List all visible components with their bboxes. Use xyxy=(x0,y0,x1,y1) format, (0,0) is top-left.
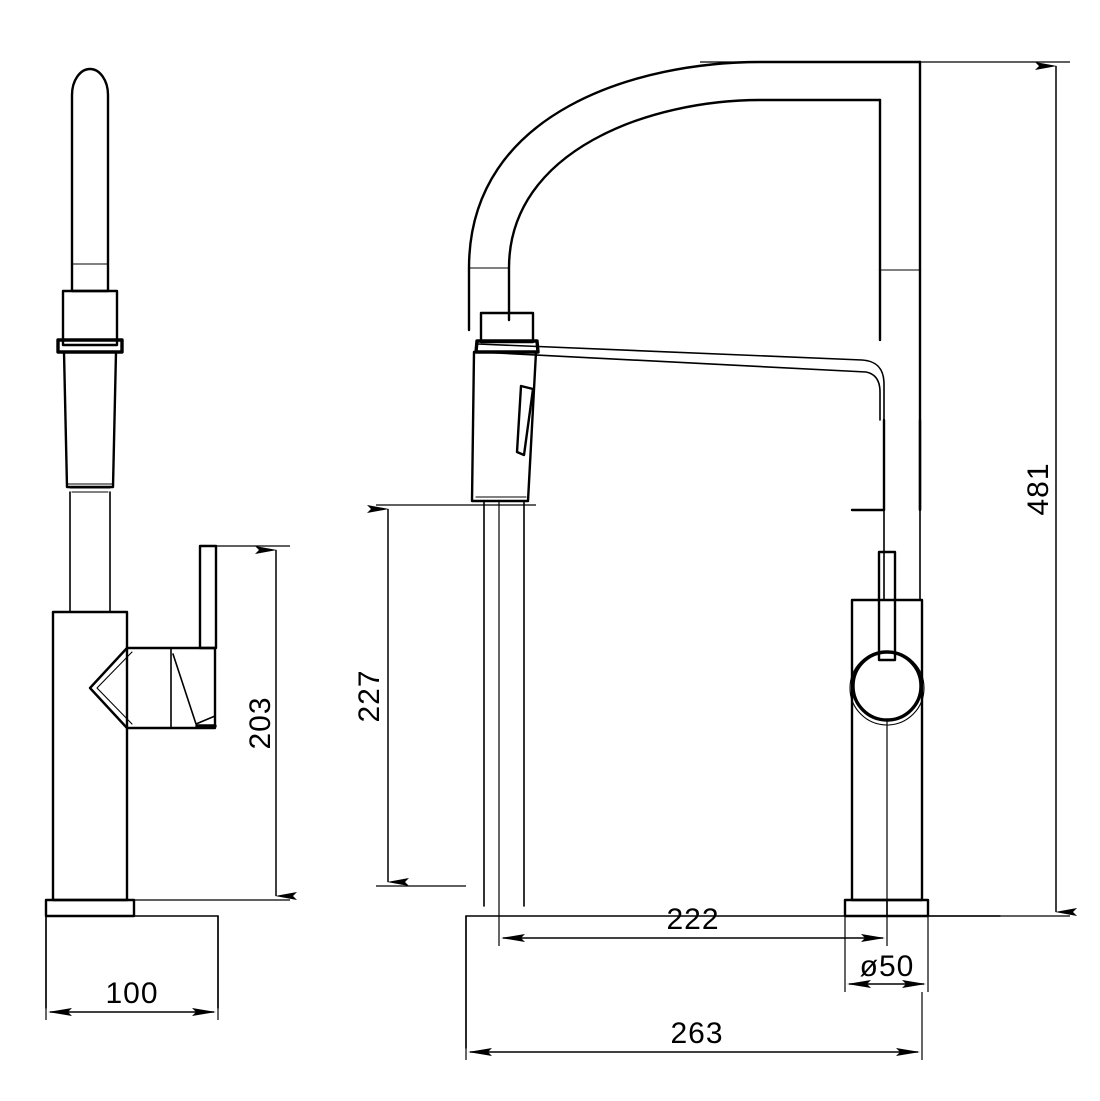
dim-263-label: 263 xyxy=(670,1017,723,1050)
dimension-diameter-50: ø50 xyxy=(844,916,929,992)
front-handle-joint-inner-circle xyxy=(849,650,925,726)
front-spout-arch-outer xyxy=(467,60,922,332)
side-lever-arm xyxy=(198,544,218,650)
front-hose-line-top xyxy=(477,343,885,421)
dim-222-label: 222 xyxy=(666,903,719,936)
dimension-263: 263 xyxy=(465,916,923,1060)
front-hose-line-bottom xyxy=(477,351,881,421)
side-lower-shaft xyxy=(69,491,111,613)
dim-203-label: 203 xyxy=(244,696,277,749)
dim-481-label: 481 xyxy=(1022,462,1055,515)
dim-227-label: 227 xyxy=(353,669,386,722)
side-handle-chevron-inner xyxy=(96,651,133,725)
side-handle-slant-2 xyxy=(195,715,216,725)
dimension-227: 227 xyxy=(353,504,536,887)
side-collar-block xyxy=(61,289,119,347)
front-spout-right-limb-lower xyxy=(878,268,922,512)
side-view-geometry xyxy=(44,67,219,1009)
dim-100-label: 100 xyxy=(105,977,158,1010)
side-spray-head-outline xyxy=(70,67,110,293)
front-spout-arch-inner xyxy=(507,98,882,322)
dimension-222: 222 xyxy=(498,501,888,946)
front-spray-collar xyxy=(479,311,535,344)
front-spray-collar-ring xyxy=(474,339,540,354)
front-view-geometry xyxy=(465,60,1001,1049)
front-spray-drop-lines xyxy=(483,500,525,907)
front-lever-stem xyxy=(877,550,897,662)
front-right-column xyxy=(882,418,922,512)
side-handle-chevron xyxy=(88,646,129,730)
front-body-column-top xyxy=(883,509,921,601)
dimension-203: 203 xyxy=(134,545,297,901)
side-base-plate xyxy=(44,898,136,918)
side-aerator-marks xyxy=(67,483,113,493)
dim-o50-label: ø50 xyxy=(860,950,915,983)
side-collar-ring xyxy=(56,338,124,354)
side-barrel-outline xyxy=(62,350,118,489)
side-handle-slant xyxy=(172,653,197,725)
dimension-100: 100 xyxy=(45,916,219,1020)
dimension-481: 481 xyxy=(700,61,1077,917)
front-spray-head-body xyxy=(470,350,538,503)
front-spray-trigger xyxy=(515,384,535,457)
side-body-column xyxy=(51,610,129,902)
front-handle-joint-circle xyxy=(851,650,923,722)
front-spray-aerator-marks xyxy=(475,496,527,502)
